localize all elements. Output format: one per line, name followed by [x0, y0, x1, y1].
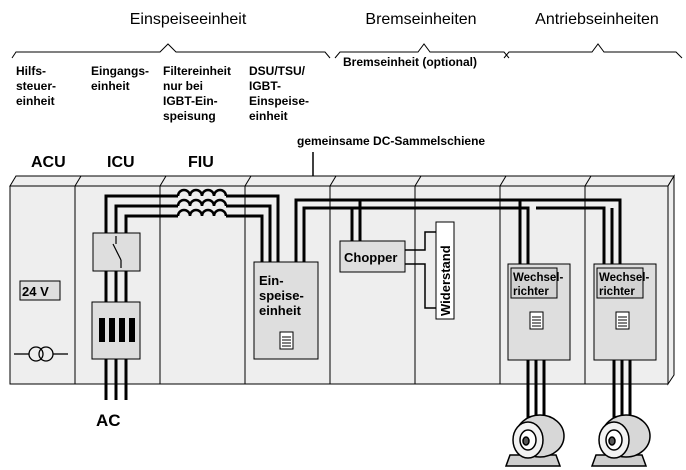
einspeise-box-label: Ein- speise- einheit	[259, 273, 307, 318]
brace-antrieb	[503, 43, 683, 59]
cabinet-dividers	[74, 175, 592, 384]
ac-label: AC	[96, 411, 121, 430]
motor-icon-2	[590, 414, 651, 467]
cabinet-label-icu: ICU	[107, 154, 135, 171]
cabinet-label-acu: ACU	[31, 154, 66, 171]
cabinet-label-fiu: FIU	[188, 154, 214, 171]
brace-einspeise	[11, 43, 331, 59]
drive-wiring	[518, 200, 614, 264]
motor-feed-lines	[526, 360, 632, 420]
cabinet-top	[9, 175, 675, 187]
switch-icon	[112, 236, 122, 268]
header-bremseinheiten: Bremseinheiten	[365, 11, 476, 28]
label-dc-sammelschiene: gemeinsame DC-Sammelschiene	[297, 134, 485, 148]
inverter-label-1: Wechsel- richter	[513, 272, 566, 298]
voltage-label: 24 V	[22, 284, 49, 299]
label-eingangseinheit: Eingangs- einheit	[91, 64, 152, 93]
motor-icon-1	[504, 414, 565, 467]
voltage-box	[19, 280, 61, 301]
header-antriebseinheiten: Antriebseinheiten	[535, 11, 659, 28]
fuse-icons	[99, 318, 135, 342]
icu-inner-lines	[104, 270, 128, 302]
document-icon-wr1	[529, 311, 544, 330]
label-bremseinheit-optional: Bremseinheit (optional)	[343, 55, 477, 69]
label-dsu-tsu: DSU/TSU/ IGBT- Einspeise- einheit	[249, 64, 312, 123]
ac-wiring	[104, 194, 280, 262]
chopper-label: Chopper	[344, 250, 397, 265]
brace-brems	[334, 43, 510, 59]
label-filtereinheit: Filtereinheit nur bei IGBT-Ein- speisung	[163, 64, 234, 123]
inverter-label-frame-2	[596, 267, 644, 299]
chopper-resistor-wiring	[405, 231, 436, 309]
transformer-icon	[14, 346, 68, 362]
inverter-label-2: Wechsel- richter	[599, 272, 652, 298]
filter-inductor-icons	[176, 188, 228, 217]
label-hilfssteuereinheit: Hilfs- steuer- einheit	[16, 64, 59, 108]
resistor-box	[435, 221, 455, 320]
cabinet-side	[667, 174, 675, 386]
document-icon-einspeise	[279, 331, 294, 350]
header-einspeiseeinheit: Einspeiseeinheit	[130, 11, 247, 28]
resistor-label: Widerstand	[438, 245, 453, 316]
chopper-box	[339, 240, 406, 273]
document-icon-wr2	[615, 311, 630, 330]
inverter-label-frame-1	[510, 267, 558, 299]
dc-busbar	[294, 198, 622, 264]
chopper-wiring	[350, 200, 362, 241]
